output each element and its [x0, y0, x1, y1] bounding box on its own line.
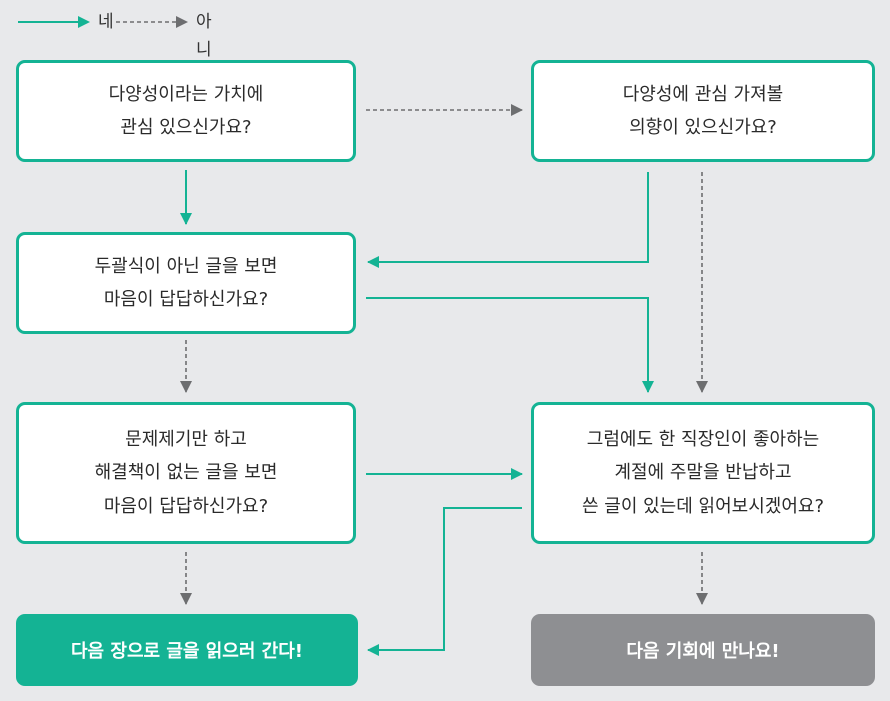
node-q3: 두괄식이 아닌 글을 보면 마음이 답답하신가요? [16, 232, 356, 334]
node-q2: 다양성에 관심 가져볼 의향이 있으신가요? [531, 60, 875, 162]
node-q4-line-2: 해결책이 없는 글을 보면 [94, 462, 278, 484]
node-q3-line-1: 두괄식이 아닌 글을 보면 [94, 255, 278, 277]
node-q1: 다양성이라는 가치에 관심 있으신가요? [16, 60, 356, 162]
node-q3-line-2: 마음이 답답하신가요? [103, 289, 269, 310]
node-q1-line-1: 다양성이라는 가치에 [108, 83, 264, 105]
outcome-later-label: 다음 기회에 만나요! [626, 641, 780, 662]
node-q5-line-2: 계절에 주말을 반납하고 [614, 462, 792, 484]
legend-yes-label: 네 [98, 12, 114, 32]
node-q5: 그럼에도 한 직장인이 좋아하는 계절에 주말을 반납하고 쓴 글이 있는데 읽… [531, 402, 875, 544]
node-q1-line-2: 관심 있으신가요? [120, 117, 252, 138]
node-q4: 문제제기만 하고 해결책이 없는 글을 보면 마음이 답답하신가요? [16, 402, 356, 544]
edge-q3-q5-yes [366, 297, 654, 393]
outcome-later: 다음 기회에 만나요! [531, 614, 875, 686]
edge-q5-read-yes [367, 507, 522, 656]
edge-q2-q3-yes [367, 172, 649, 268]
legend-no-arrow-icon [116, 16, 188, 28]
legend-yes-arrow-icon [18, 16, 90, 28]
node-q4-line-3: 마음이 답답하신가요? [103, 495, 269, 517]
node-q2-line-1: 다양성에 관심 가져볼 [622, 83, 784, 105]
node-q5-line-1: 그럼에도 한 직장인이 좋아하는 [586, 429, 820, 451]
outcome-read: 다음 장으로 글을 읽으러 간다! [16, 614, 358, 686]
node-q2-line-2: 의향이 있으신가요? [629, 117, 777, 138]
node-q4-line-1: 문제제기만 하고 [125, 429, 247, 451]
outcome-read-label: 다음 장으로 글을 읽으러 간다! [71, 641, 303, 662]
node-q5-line-3: 쓴 글이 있는데 읽어보시겠어요? [582, 495, 824, 517]
